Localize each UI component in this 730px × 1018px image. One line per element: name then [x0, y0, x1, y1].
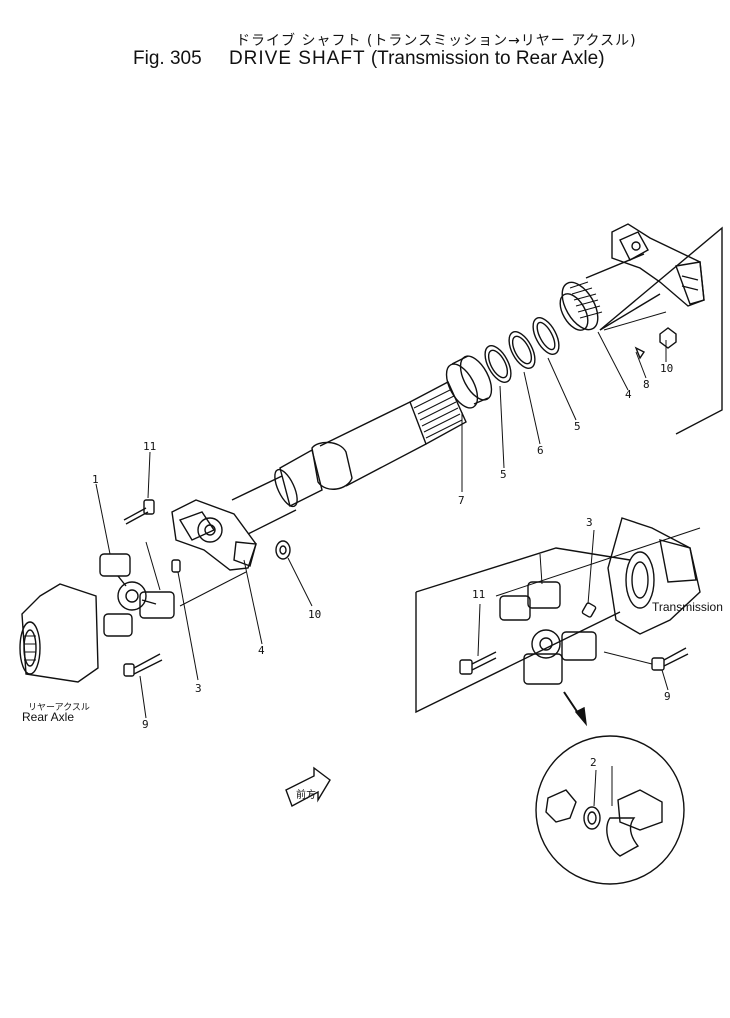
callout-6: 6 [537, 444, 544, 457]
label-transmission: Transmission [652, 600, 723, 614]
bolt-right-top [459, 651, 497, 675]
yoke-nut [275, 540, 291, 560]
seal-rings [484, 317, 560, 383]
callout-10: 10 [308, 608, 322, 621]
bolt-left-bottom [123, 653, 163, 677]
grease-fitting-left [171, 559, 181, 573]
rear-yoke [171, 499, 257, 571]
label-rear-axle-jp: リヤーアクスル [28, 703, 90, 713]
figure-title: Fig. 305 DRIVE SHAFT (Transmission to Re… [133, 48, 605, 70]
callout-1: 1 [92, 473, 99, 486]
bolt-left-top [123, 499, 155, 525]
transmission-yoke [611, 223, 705, 307]
front-arrow-icon [285, 766, 331, 807]
detail-circle [535, 735, 685, 885]
callout-4b: 4 [625, 388, 632, 401]
universal-joint-left [99, 553, 175, 637]
bolt-right-bottom [651, 647, 689, 671]
callout-5b: 5 [574, 420, 581, 433]
callout-10b: 10 [660, 362, 674, 375]
nut-top [659, 327, 677, 349]
part-subtitle: (Transmission to Rear Axle) [370, 48, 605, 69]
leader-lines [95, 331, 669, 807]
part-name: DRIVE SHAFT [228, 48, 366, 69]
grease-fitting-right [581, 602, 597, 618]
callout-9b: 9 [664, 690, 671, 703]
callout-9: 9 [142, 718, 149, 731]
shaft-tube [559, 253, 661, 331]
callout-5: 5 [500, 468, 507, 481]
callout-4: 4 [258, 644, 265, 657]
callout-3: 3 [195, 682, 202, 695]
label-front-arrow: 前方 [296, 790, 316, 801]
detail-arrow [563, 691, 587, 727]
title-japanese: ドライブ シャフト (トランスミッション→リヤー アクスル) [236, 33, 637, 49]
transmission-frame [599, 226, 723, 435]
callout-2: 2 [590, 756, 597, 769]
callout-11: 11 [143, 440, 157, 453]
alignment-lines [179, 311, 701, 665]
callout-8: 8 [643, 378, 650, 391]
transmission-output-yoke [607, 517, 701, 635]
figure-number: Fig. 305 [133, 48, 202, 69]
bushing [445, 355, 493, 409]
rear-axle-yoke [19, 583, 99, 683]
pin-8 [634, 346, 646, 360]
callout-3b: 3 [586, 516, 593, 529]
callout-7: 7 [458, 494, 465, 507]
callout-11b: 11 [472, 588, 486, 601]
lower-right-frame [415, 547, 631, 714]
splined-shaft [311, 381, 467, 490]
label-rear-axle: Rear Axle [22, 710, 75, 724]
universal-joint-right [499, 581, 597, 685]
main-tube [231, 448, 323, 535]
